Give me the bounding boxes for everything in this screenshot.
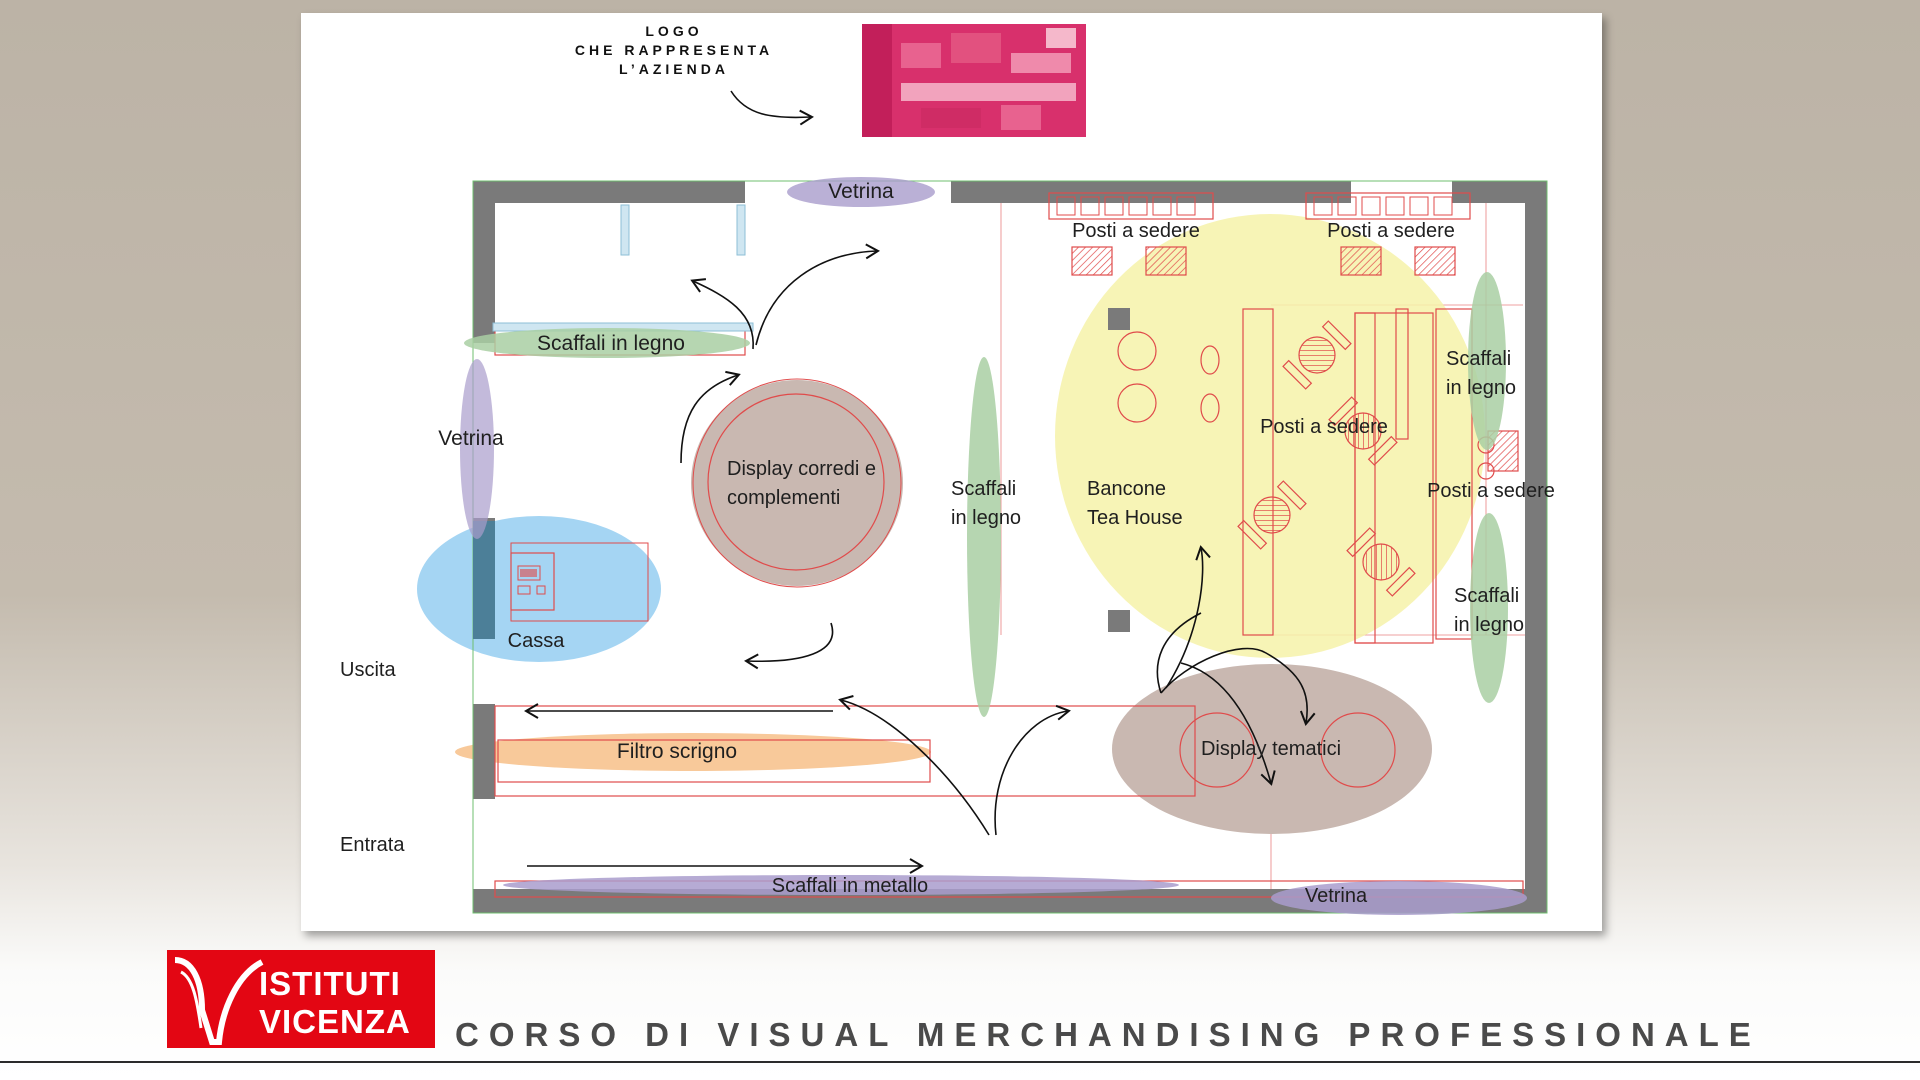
label-vetrina-top: Vetrina (828, 180, 894, 203)
scaffali-legno-top-zone (464, 328, 750, 358)
label-scaffali-legno-top: Scaffali in legno (537, 332, 685, 355)
logo-note-line-1: LOGO (645, 23, 702, 39)
label-filtro-scrigno: Filtro scrigno (617, 740, 737, 763)
label-scaffali-legno-right-top-1: Scaffali (1446, 348, 1511, 370)
bottom-divider (0, 1061, 1920, 1063)
scaffali-legno-mid-zone (967, 357, 1001, 717)
scaffali-legno-right-top-zone (1468, 272, 1506, 450)
display-corredi-zone (691, 380, 903, 586)
label-posti-right: Posti a sedere (1427, 480, 1555, 502)
vetrina-left-zone (460, 359, 494, 539)
filtro-scrigno-zone (455, 733, 931, 771)
label-display-corredi-1: Display corredi e (727, 458, 876, 480)
vetrina-bottom-zone (1271, 881, 1527, 915)
label-scaffali-metallo: Scaffali in metallo (772, 875, 928, 897)
overlay-zones (460, 177, 1527, 915)
label-vetrina-left: Vetrina (438, 427, 504, 450)
brand-line-1: ISTITUTI (259, 965, 401, 1002)
interior-fixtures (494, 308, 1524, 898)
label-posti-top-1: Posti a sedere (1072, 220, 1200, 242)
course-title: CORSO DI VISUAL MERCHANDISING PROFESSION… (455, 1016, 1761, 1053)
label-scaffali-legno-right-top-2: in legno (1446, 377, 1516, 399)
display-outlines (692, 331, 1396, 788)
label-vetrina-bottom: Vetrina (1305, 885, 1368, 907)
label-scaffali-legno-mid-1: Scaffali (951, 478, 1016, 500)
scaffali-legno-right-bottom-zone (1470, 513, 1508, 703)
logo-note-line-2: CHE RAPPRESENTA (575, 42, 773, 58)
logo-pointer-arrow (730, 90, 814, 126)
label-display-tematici: Display tematici (1201, 738, 1341, 760)
logo-note-line-3: L’AZIENDA (619, 61, 729, 77)
label-posti-top-2: Posti a sedere (1327, 220, 1455, 242)
cafe-tables (1237, 320, 1519, 597)
vetrina-top-zone (787, 177, 935, 207)
customer-flow-arrows (524, 243, 1316, 874)
company-logo-placeholder (862, 24, 1086, 137)
label-scaffali-legno-right-bottom-1: Scaffali (1454, 585, 1519, 607)
label-scaffali-legno-right-bottom-2: in legno (1454, 614, 1524, 636)
label-cassa: Cassa (508, 630, 566, 652)
partition-posts (492, 204, 754, 332)
label-scaffali-legno-mid-2: in legno (951, 507, 1021, 529)
slide-canvas: LOGO CHE RAPPRESENTA L’AZIENDA (301, 13, 1602, 931)
brand-line-2: VICENZA (259, 1003, 411, 1040)
logo-annotation: LOGO CHE RAPPRESENTA L’AZIENDA (575, 23, 814, 126)
label-posti-center: Posti a sedere (1260, 416, 1388, 438)
store-floor-plan: LOGO CHE RAPPRESENTA L’AZIENDA (340, 23, 1555, 915)
istituti-vicenza-logo: ISTITUTI VICENZA (167, 950, 435, 1048)
label-bancone-2: Tea House (1087, 507, 1183, 529)
label-entrata: Entrata (340, 834, 405, 856)
logo-swoosh-v (174, 957, 264, 1045)
label-display-corredi-2: complementi (727, 487, 840, 509)
label-bancone-1: Bancone (1087, 478, 1166, 500)
scaffali-metallo-zone (503, 875, 1179, 895)
top-seating-furniture (1048, 192, 1471, 276)
cash-register (473, 521, 555, 639)
label-uscita: Uscita (340, 659, 396, 681)
plan-labels: Vetrina Posti a sedere Posti a sedere Sc… (340, 180, 1555, 907)
